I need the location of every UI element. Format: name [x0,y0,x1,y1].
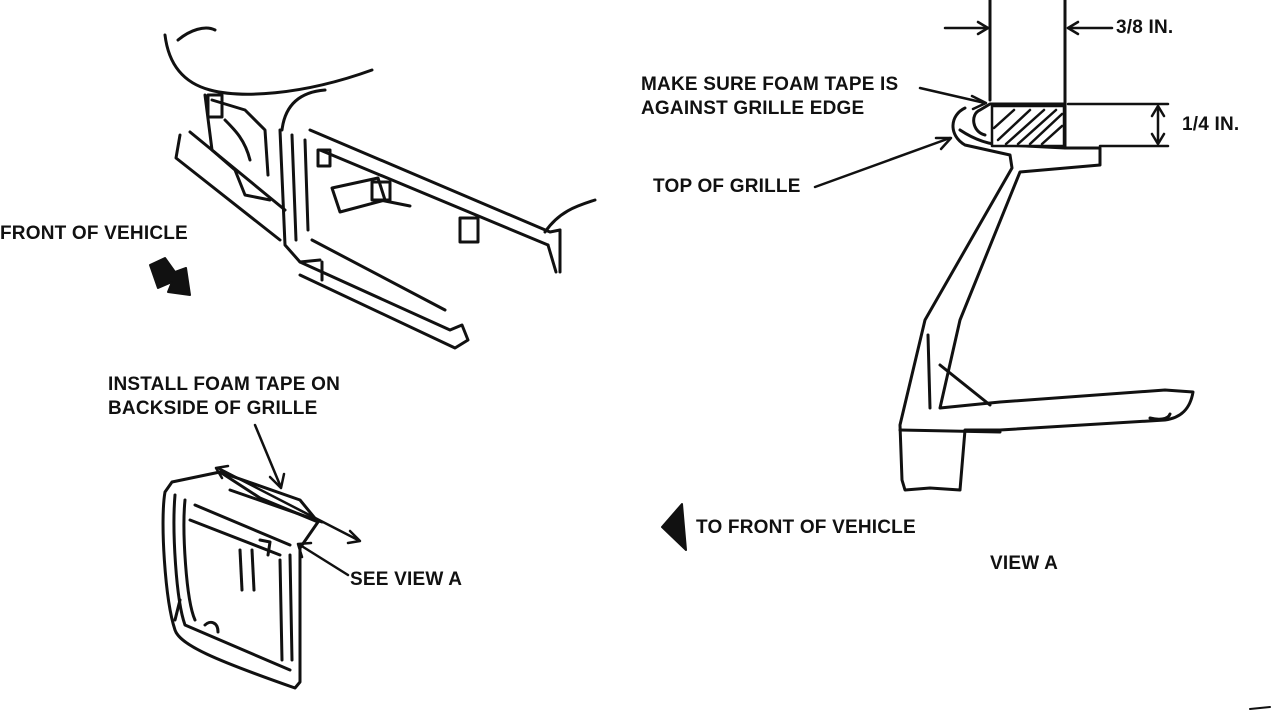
make-sure-foam-tape-label-line2: AGAINST GRILLE EDGE [641,98,865,119]
see-view-a-leader [296,541,350,577]
grille-width-dimension [214,464,362,545]
height-dimension-label: 1/4 IN. [1182,114,1240,135]
width-dimension-arrows [943,20,1114,36]
height-dimension-arrows [1066,102,1170,148]
foam-tape-section [990,104,1066,148]
install-foam-tape-label-line2: BACKSIDE OF GRILLE [108,398,318,419]
install-foam-tape-leader [253,423,286,490]
install-foam-tape-label-line1: INSTALL FOAM TAPE ON [108,374,340,395]
vehicle-front-end-illustration [163,26,597,350]
view-a-label: VIEW A [990,553,1059,574]
front-of-vehicle-label: FRONT OF VEHICLE [0,223,188,244]
to-front-of-vehicle-arrow [661,503,687,551]
make-sure-foam-tape-leader [918,86,988,111]
make-sure-foam-tape-label-line1: MAKE SURE FOAM TAPE IS [641,74,899,95]
see-view-a-label: SEE VIEW A [350,569,463,590]
top-of-grille-label: TOP OF GRILLE [653,176,801,197]
top-of-grille-leader [813,136,953,189]
to-front-of-vehicle-label: TO FRONT OF VEHICLE [696,517,916,538]
width-dimension-label: 3/8 IN. [1116,17,1174,38]
grille-cross-section [898,0,1195,492]
front-of-vehicle-arrow [149,257,191,296]
grille-illustration [161,470,324,690]
